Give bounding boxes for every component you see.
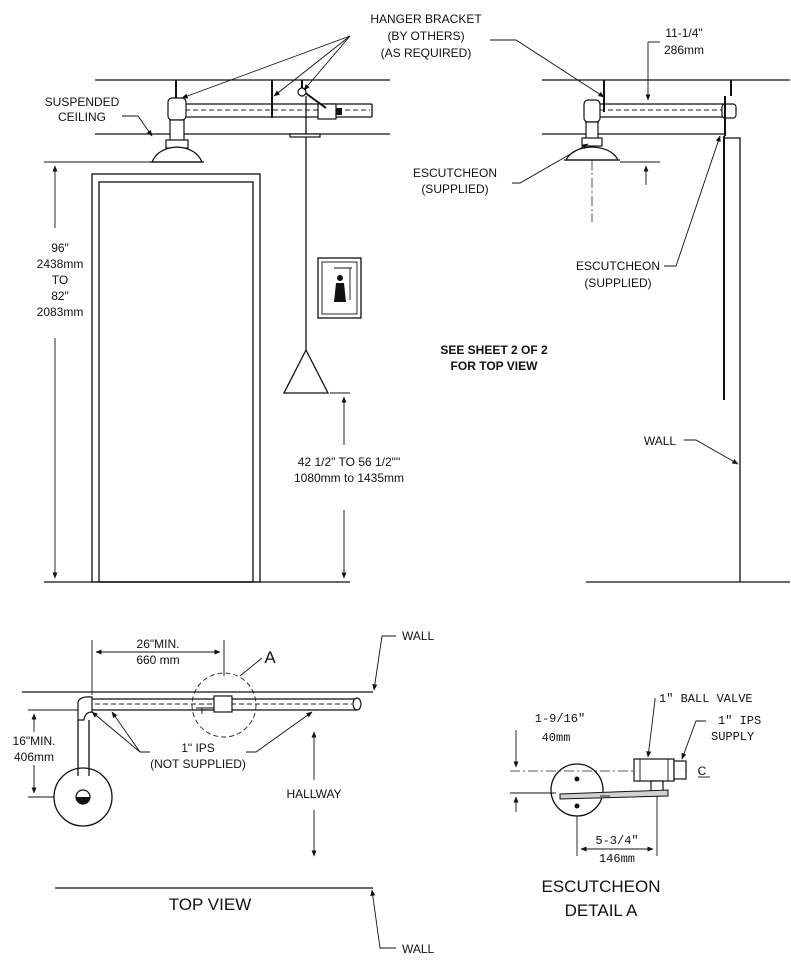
top-elbow — [77, 696, 93, 721]
height-dim-text-1: 96" — [51, 241, 69, 255]
top-valve — [213, 695, 233, 713]
escutcheon-label-a-1: ESCUTCHEON — [413, 166, 497, 180]
pull-triangle-handle — [282, 348, 330, 394]
detail-title-1: ESCUTCHEON — [541, 877, 660, 896]
ips-label-1: 1" IPS — [181, 741, 215, 755]
dim-19-text-2: 40mm — [542, 731, 571, 745]
pull-dim-text-1: 42 1/2" TO 56 1/2"" — [298, 455, 400, 469]
callout-a-label: A — [264, 648, 276, 667]
dim-534-text-1: 5-3/4" — [595, 834, 638, 848]
detail-screw-bottom — [574, 803, 580, 809]
side-shower-head — [565, 146, 619, 161]
height-dim-text-5: 2083mm — [37, 305, 84, 319]
hanger-bracket-label-2: (BY OTHERS) — [387, 29, 464, 43]
wall-bottom-leader — [370, 889, 396, 949]
detail-screw-top — [574, 776, 580, 782]
door-frame-inner — [98, 181, 254, 583]
dim-19-text-1: 1-9/16" — [535, 712, 585, 726]
detail-title-2: DETAIL A — [565, 901, 638, 920]
ball-valve-nut — [336, 108, 342, 115]
suspended-ceiling-leader — [122, 115, 153, 137]
ips-label-2: (NOT SUPPLIED) — [150, 757, 246, 771]
see-sheet-note-1: SEE SHEET 2 OF 2 — [440, 343, 548, 357]
top-view: A 26"MIN. 660 mm 16"MIN. 406mm 1" IPS (N… — [13, 629, 435, 956]
suspended-ceiling-label-1: SUSPENDED — [45, 95, 120, 109]
wall-side-label: WALL — [644, 434, 677, 448]
callout-a-leader — [239, 657, 263, 677]
wall-top-label: WALL — [402, 629, 435, 643]
safety-sign-inner — [321, 261, 358, 315]
shower-head — [151, 146, 203, 163]
valve-lever-arm — [303, 91, 327, 109]
ips-leader-1 — [91, 711, 150, 753]
escutcheon-label-b-1: ESCUTCHEON — [576, 259, 660, 273]
rod-ceiling-guide — [289, 133, 321, 138]
height-dim-text-4: 82" — [51, 289, 69, 303]
escutcheon-detail-a: C 1" BALL VALVE 1" IPS SUPPLY 1-9/16" 40… — [510, 692, 761, 920]
side-wall-face — [724, 137, 741, 582]
dim-26-text-1: 26"MIN. — [137, 637, 180, 651]
top-shower-center-half — [76, 797, 90, 804]
escutcheon-leader-a — [512, 143, 589, 184]
dim-11-text-2: 286mm — [664, 43, 704, 57]
ips-leader-3 — [246, 711, 313, 753]
detail-supply-fitting — [673, 760, 687, 780]
safety-sign-figure-body — [334, 283, 346, 302]
dim-11-text-1: 11-1/4" — [665, 26, 702, 40]
safety-sign-figure-head — [337, 275, 343, 281]
ips-supply-leader — [681, 720, 706, 760]
hanger-leader-3 — [303, 35, 351, 91]
shower-elbow — [167, 97, 187, 121]
wall-top-leader — [372, 635, 396, 691]
side-escutcheon-collar — [581, 137, 603, 147]
dim-16-text-1: 16"MIN. — [13, 734, 56, 748]
suspended-ceiling-label-2: CEILING — [58, 110, 106, 124]
door-frame-outer — [91, 173, 261, 583]
height-dim-text-2: 2438mm — [37, 257, 84, 271]
height-dim-text-3: TO — [52, 273, 68, 287]
dim-534-text-2: 146mm — [599, 852, 635, 866]
ips-leader-2 — [111, 711, 150, 753]
safety-sign — [317, 257, 362, 319]
top-pipe-end — [352, 697, 362, 711]
dim-26-text-2: 660 mm — [136, 653, 179, 667]
hanger-leader-1 — [181, 35, 351, 99]
ips-supply-label-1: 1" IPS — [718, 714, 761, 728]
hanger-leader-4 — [490, 39, 605, 98]
detail-a-circle — [191, 672, 257, 738]
wall-bottom-label: WALL — [402, 942, 435, 956]
hanger-leader-2 — [273, 35, 351, 97]
escutcheon-leader-b — [664, 135, 721, 267]
escutcheon-label-b-2: (SUPPLIED) — [584, 276, 651, 290]
side-elevation: 11-1/4" 286mm ESCUTCHEON (SUPPLIED) ESCU… — [413, 26, 790, 583]
wall-side-leader — [684, 439, 739, 465]
pull-dim-text-2: 1080mm to 1435mm — [294, 471, 404, 485]
centerline-symbol: C — [698, 764, 707, 778]
side-elbow — [583, 99, 601, 123]
top-view-title: TOP VIEW — [169, 895, 252, 914]
ips-supply-label-2: SUPPLY — [711, 730, 754, 744]
detail-lever-arm — [559, 789, 669, 800]
hanger-bracket-callout: HANGER BRACKET (BY OTHERS) (AS REQUIRED) — [181, 12, 605, 99]
front-elevation: 96" 2438mm TO 82" 2083mm 42 1/2" TO 56 1… — [37, 79, 404, 583]
hallway-label: HALLWAY — [286, 787, 341, 801]
hanger-bracket-label-1: HANGER BRACKET — [370, 12, 482, 26]
ball-valve-label: 1" BALL VALVE — [659, 692, 753, 706]
escutcheon-label-a-2: (SUPPLIED) — [421, 182, 488, 196]
dim-16-text-2: 406mm — [14, 750, 54, 764]
ball-valve-body — [317, 103, 337, 120]
ball-valve-leader — [646, 698, 656, 758]
hanger-bracket-label-3: (AS REQUIRED) — [381, 46, 472, 60]
see-sheet-note-2: FOR TOP VIEW — [451, 359, 539, 373]
